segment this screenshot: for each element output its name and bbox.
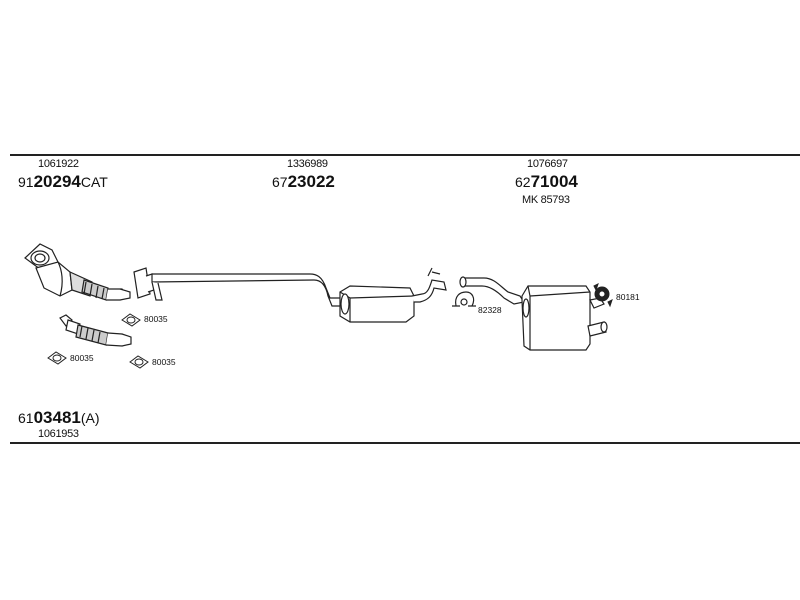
- rear-silencer-part-number[interactable]: 6271004: [515, 172, 578, 192]
- rubber-mount-drawing[interactable]: [593, 283, 613, 308]
- rear-silencer-drawing[interactable]: [459, 276, 608, 351]
- clamp-number[interactable]: 82328: [478, 305, 502, 315]
- gasket-b-number[interactable]: 80035: [70, 353, 94, 363]
- catalyst-part-main: 20294: [33, 172, 81, 191]
- catalyst-part-number[interactable]: 9120294CAT: [18, 172, 108, 192]
- front-pipe-part-main: 03481: [33, 408, 81, 427]
- gasket-a-number[interactable]: 80035: [144, 314, 168, 324]
- gasket-c-drawing[interactable]: [129, 355, 149, 369]
- gasket-c-number[interactable]: 80035: [152, 357, 176, 367]
- middle-silencer-oe-number: 1336989: [287, 158, 328, 170]
- front-pipe-part-prefix: 61: [18, 410, 34, 426]
- front-pipe-oe-number: 1061953: [38, 428, 79, 440]
- front-pipe-drawing[interactable]: [59, 314, 132, 347]
- catalyst-oe-number: 1061922: [38, 158, 79, 170]
- mounting-kit-number[interactable]: MK 85793: [522, 194, 570, 206]
- middle-silencer-part-main: 23022: [287, 172, 335, 191]
- rubber-mount-number[interactable]: 80181: [616, 292, 640, 302]
- catalyst-part-prefix: 91: [18, 174, 34, 190]
- front-pipe-part-number[interactable]: 6103481(A): [18, 408, 100, 428]
- catalyst-part-suffix: CAT: [80, 174, 108, 190]
- clamp-drawing[interactable]: [452, 291, 476, 307]
- middle-silencer-part-number[interactable]: 6723022: [272, 172, 335, 192]
- middle-silencer-drawing[interactable]: [133, 267, 447, 323]
- rear-silencer-part-prefix: 62: [515, 174, 531, 190]
- gasket-a-drawing[interactable]: [121, 313, 141, 327]
- catalyst-drawing[interactable]: [24, 243, 131, 301]
- rear-silencer-part-main: 71004: [530, 172, 578, 191]
- rear-silencer-oe-number: 1076697: [527, 158, 568, 170]
- gasket-b-drawing[interactable]: [47, 351, 67, 365]
- front-pipe-part-suffix: (A): [80, 410, 100, 426]
- middle-silencer-part-prefix: 67: [272, 174, 288, 190]
